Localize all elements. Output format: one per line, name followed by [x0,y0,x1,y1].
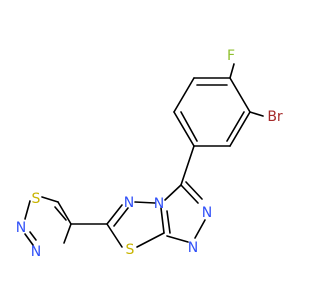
aryl-triazole-bond [180,145,195,186]
thiadiazole-s-label: S [32,191,41,207]
thiadiazole-ring [24,196,72,246]
triazole-n-bottom-label: N [188,240,198,256]
fluorine-label: F [227,48,235,64]
c-f-bond [229,63,235,79]
fused-s-label: S [126,242,135,258]
thiadiazole-n-lower-label: N [31,244,41,260]
triazole-ring [160,181,206,243]
bromine-label: Br [267,109,283,125]
fused-thiadiazole-ring [106,201,165,248]
c-br-bond [249,111,264,117]
fused-n-bridge-label: N [154,196,164,212]
thiadiazole-n-upper-label: N [16,220,26,236]
molecule-structure: F Br N N N N S S N N [16,48,283,260]
molecule-canvas: F Br N N N N S S N N [15,48,283,260]
fused-n-imine-label: N [124,195,134,211]
benzene-ring [173,77,251,147]
triazole-n-right-label: N [202,205,212,221]
